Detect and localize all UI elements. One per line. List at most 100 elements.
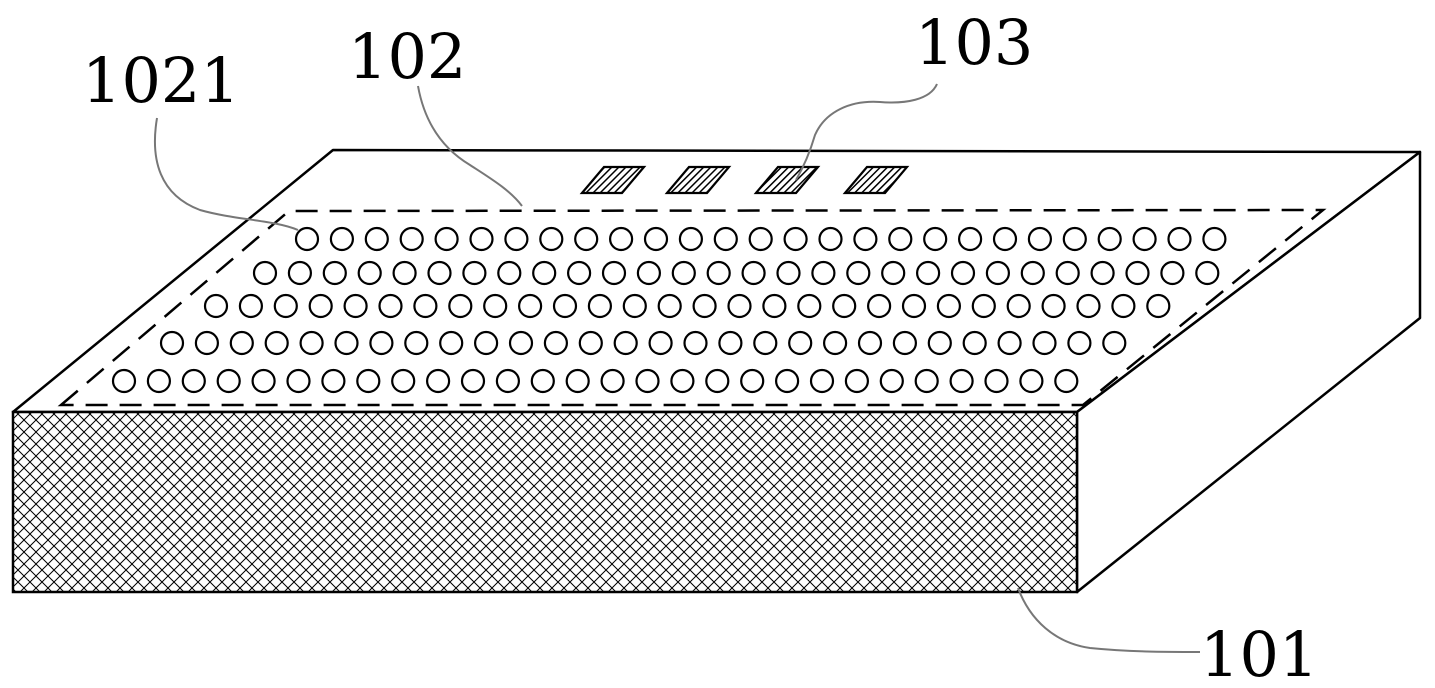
array-unit-circle (671, 260, 696, 286)
array-unit-circle (426, 368, 451, 394)
array-unit-circle (984, 368, 1009, 394)
array-unit-circle (159, 330, 185, 356)
array-unit-circle (914, 368, 939, 394)
array-unit-circle (530, 368, 555, 394)
array-unit-circle (565, 368, 590, 394)
leader-line-102 (417, 85, 523, 207)
array-unit-circle (600, 368, 625, 394)
array-unit-circle (776, 260, 801, 286)
array-unit-circle (474, 330, 499, 356)
array-unit-circle (678, 226, 704, 252)
array-unit-circle (517, 293, 543, 319)
label-102: 102 (348, 20, 466, 93)
array-unit-circle (427, 260, 452, 286)
array-unit-circle (992, 226, 1018, 252)
array-unit-circle (587, 293, 613, 319)
array-unit-circle (809, 368, 835, 394)
array-unit-circle (997, 330, 1022, 356)
pad (579, 165, 647, 195)
substrate-front-face (11, 410, 1079, 594)
array-unit-circle (622, 293, 647, 319)
array-region-boundary (57, 208, 1327, 407)
array-unit-circle (334, 330, 359, 356)
array-unit-circle (950, 260, 976, 286)
array-unit-circle (508, 330, 534, 356)
array-unit-circle (578, 330, 603, 356)
array-unit-circle (788, 330, 813, 356)
array-unit-circle (357, 260, 382, 286)
array-unit-circle (1055, 260, 1080, 286)
array-unit-circle (364, 226, 389, 252)
array-unit-circle (1146, 293, 1171, 319)
array-unit-circle (971, 293, 996, 319)
array-unit-circle (762, 293, 787, 319)
array-unit-circle (774, 368, 800, 394)
array-unit-circle (251, 368, 276, 394)
array-unit-circle (1097, 226, 1122, 252)
array-unit-circle (1102, 330, 1127, 356)
array-unit-circle (299, 330, 324, 356)
array-unit-circle (608, 226, 634, 252)
array-unit-circle (1062, 226, 1087, 252)
array-unit-circle (857, 330, 883, 356)
array-unit-circle (705, 368, 730, 394)
leader-line-101 (1017, 587, 1201, 653)
array-unit-circle (413, 293, 438, 319)
array-unit-circle (434, 226, 459, 252)
array-unit-circle (146, 368, 171, 394)
array-unit-circle (1006, 293, 1031, 319)
array-unit-circle (740, 368, 765, 394)
array-unit-circle (915, 260, 941, 286)
leader-line-103 (795, 83, 938, 181)
array-unit-circle (727, 293, 752, 319)
array-unit-circle (391, 368, 416, 394)
array-unit-circle (252, 260, 278, 286)
array-unit-circle (238, 293, 263, 319)
array-unit-circle (753, 330, 778, 356)
pad (753, 165, 821, 195)
array-unit-circle (462, 260, 487, 286)
array-unit-circle (273, 293, 298, 319)
array-unit-circle (1167, 226, 1192, 252)
array-unit-circle (811, 260, 836, 286)
array-unit-circle (901, 293, 927, 319)
pad-group (579, 165, 910, 195)
array-unit-circle (718, 330, 743, 356)
array-unit-circle (657, 293, 682, 319)
array-unit-circle (566, 260, 592, 286)
pad (842, 165, 910, 195)
array-unit-circle (532, 260, 557, 286)
array-unit-circle (194, 330, 219, 356)
array-unit-circle (1027, 226, 1053, 252)
array-unit-circle (635, 368, 660, 394)
pad (664, 165, 732, 195)
array-unit-circle (543, 330, 569, 356)
array-unit-circle (692, 293, 717, 319)
array-unit-circle (378, 293, 403, 319)
array-unit-circle (287, 260, 312, 286)
array-unit-circle (832, 293, 857, 319)
array-unit-circle (369, 330, 394, 356)
array-unit-circle (574, 226, 599, 252)
array-unit-circle (923, 226, 948, 252)
array-unit-circle (392, 260, 417, 286)
array-unit-circle (1019, 368, 1044, 394)
array-unit-circle (648, 330, 673, 356)
array-unit-circle (1090, 260, 1115, 286)
unit-array (111, 226, 1227, 394)
array-unit-circle (404, 330, 429, 356)
label-101: 101 (1200, 618, 1318, 688)
array-unit-circle (1076, 293, 1101, 319)
array-unit-circle (322, 260, 347, 286)
array-unit-circle (399, 226, 424, 252)
array-unit-circle (1067, 330, 1092, 356)
array-unit-circle (683, 330, 708, 356)
array-unit-circle (483, 293, 508, 319)
array-unit-circle (504, 226, 529, 252)
array-unit-circle (797, 293, 822, 319)
array-unit-circle (936, 293, 962, 319)
array-unit-circle (321, 368, 346, 394)
array-unit-circle (818, 226, 843, 252)
array-unit-circle (748, 226, 773, 252)
